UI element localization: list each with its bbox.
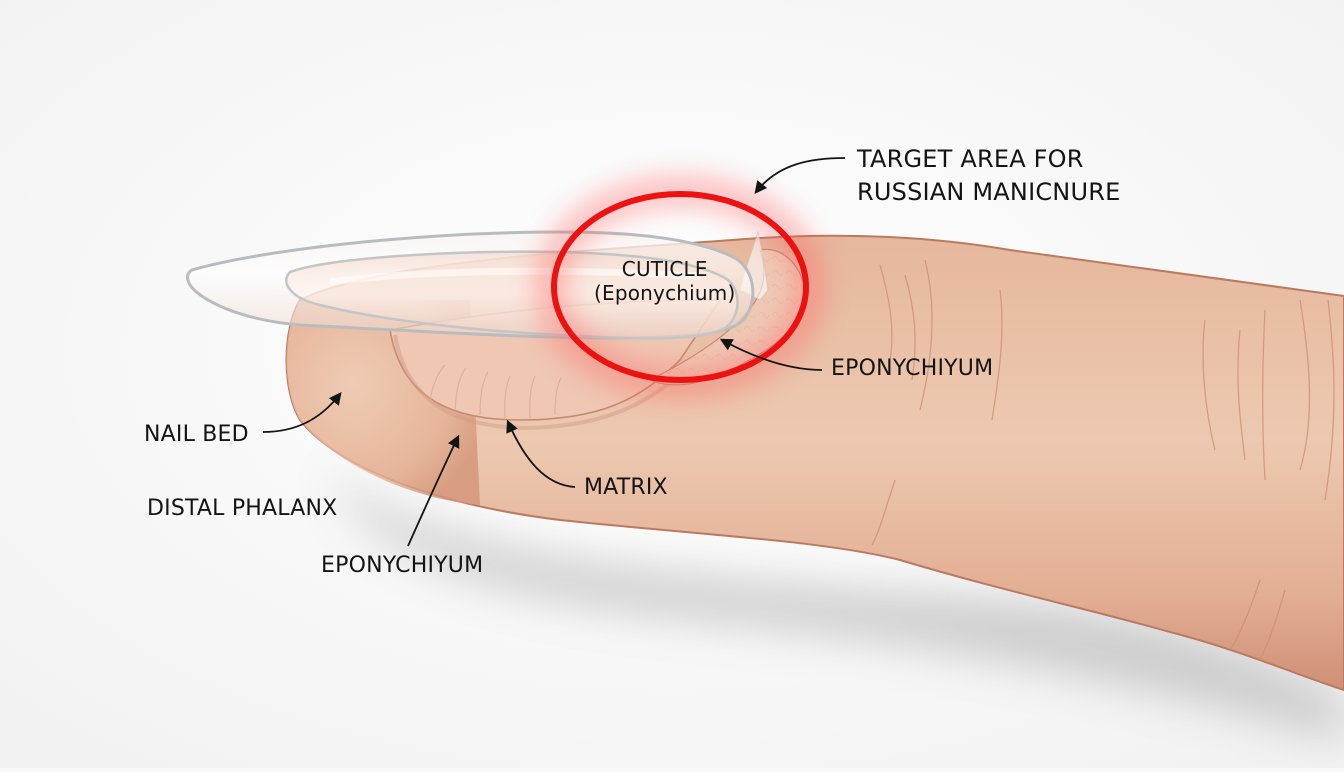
distal-phalanx-label: DISTAL PHALANX bbox=[147, 498, 337, 520]
cuticle-title: CUTICLE bbox=[594, 257, 735, 281]
cuticle-label: CUTICLE (Eponychium) bbox=[594, 257, 735, 305]
nail-bed-label: NAIL BED bbox=[144, 424, 249, 446]
matrix-label: MATRIX bbox=[584, 477, 668, 499]
target-area-label: TARGET AREA FOR RUSSIAN MANICNURE bbox=[857, 143, 1120, 209]
target-area-line2: RUSSIAN MANICNURE bbox=[857, 176, 1120, 209]
eponychium-right-label: EPONYCHIYUM bbox=[831, 358, 993, 380]
eponychium-bottom-label: EPONYCHIYUM bbox=[321, 555, 483, 577]
cuticle-subtitle: (Eponychium) bbox=[594, 281, 735, 305]
target-area-line1: TARGET AREA FOR bbox=[857, 143, 1120, 176]
